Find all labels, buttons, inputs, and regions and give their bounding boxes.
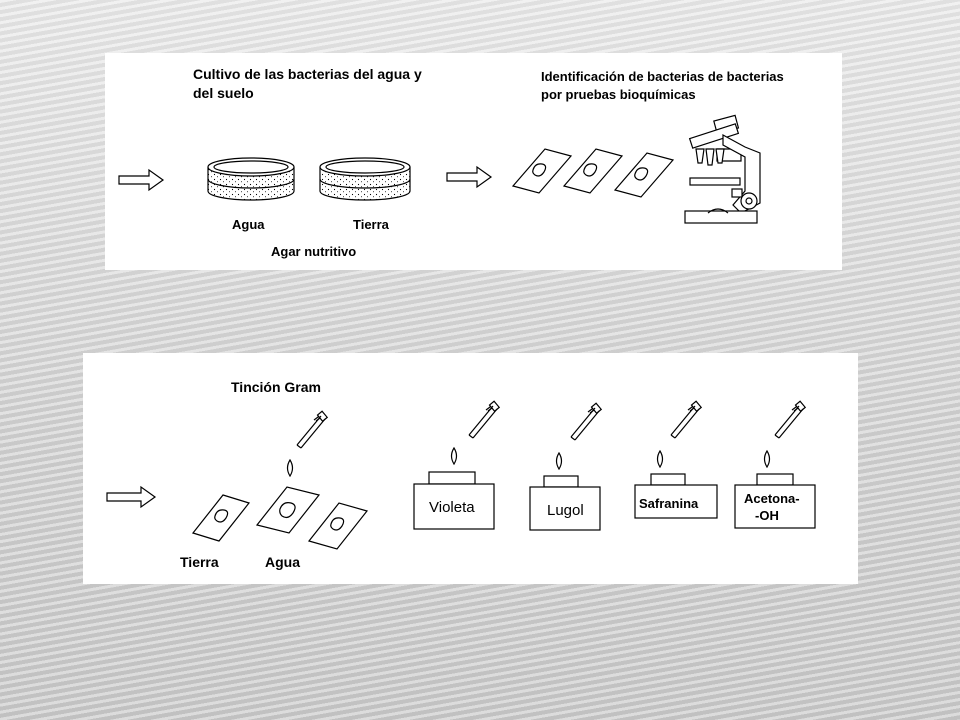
microscope-icon: [684, 114, 761, 224]
slide-water-label: Agua: [265, 554, 300, 570]
stain-title: Tinción Gram: [231, 379, 321, 395]
slide-1: [511, 148, 573, 194]
slide-soil-label: Tierra: [180, 554, 219, 570]
identification-title-line1: Identificación de bacterias de bacterias: [541, 69, 784, 84]
culture-title-line2: del suelo: [193, 85, 254, 101]
arrow-right-icon: [446, 165, 493, 189]
dish-soil-label: Tierra: [353, 217, 390, 232]
drop-icon: [286, 459, 294, 477]
petri-dish-water: [207, 157, 295, 201]
reagent-acetona-label-line2: -OH: [755, 508, 779, 523]
culture-title-line1: Cultivo de las bacterias del agua y: [193, 66, 422, 82]
drop-icon: [763, 450, 771, 468]
drop-icon: [555, 452, 563, 470]
reagent-lugol-label: Lugol: [547, 502, 584, 519]
medium-label: Agar nutritivo: [271, 244, 356, 259]
arrow-right-icon: [118, 168, 165, 192]
petri-dish-soil: [319, 157, 411, 201]
reagent-acetona-oh: Acetona- -OH: [734, 400, 816, 529]
slide-water: [255, 486, 321, 534]
slide-soil: [191, 494, 251, 542]
culture-panel: Cultivo de las bacterias del agua y del …: [105, 53, 842, 270]
identification-title-line2: por pruebas bioquímicas: [541, 87, 696, 102]
reagent-violeta-label: Violeta: [429, 499, 475, 516]
slide-2: [562, 148, 624, 194]
reagent-violeta: Violeta: [413, 400, 500, 530]
reagent-safranina-label: Safranina: [639, 496, 699, 511]
arrow-right-icon: [106, 485, 157, 509]
dropper-icon: [570, 402, 602, 441]
gram-stain-diagram: Tinción Gram Tierra Agua Viol: [106, 379, 816, 570]
culture-diagram: Cultivo de las bacterias del agua y del …: [118, 66, 784, 259]
dropper-icon: [774, 400, 806, 439]
slide-extra: [307, 502, 369, 550]
gram-stain-panel: Tinción Gram Tierra Agua Viol: [83, 353, 858, 584]
dish-water-label: Agua: [232, 217, 265, 232]
dropper-icon: [670, 400, 702, 439]
reagent-safranina: Safranina: [634, 400, 718, 519]
dropper-icon: [468, 400, 500, 439]
reagent-lugol: Lugol: [529, 402, 602, 531]
drop-icon: [450, 447, 458, 465]
slide-3: [613, 152, 675, 198]
drop-icon: [656, 450, 664, 468]
dropper-icon: [296, 410, 328, 449]
reagent-acetona-label-line1: Acetona-: [744, 491, 800, 506]
